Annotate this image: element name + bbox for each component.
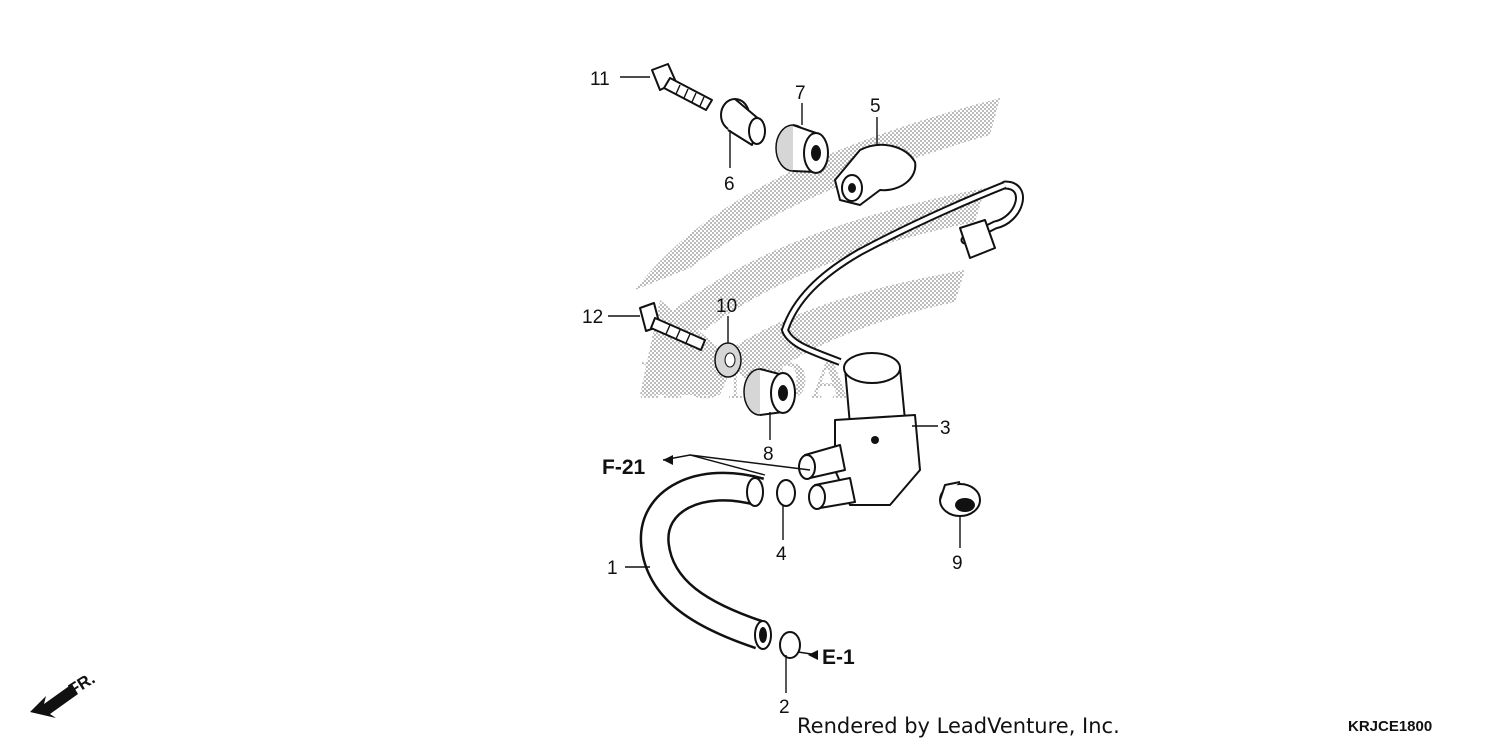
front-arrow-icon [30,684,78,718]
part-2-clip[interactable] [779,631,801,659]
ref-f21-label: F-21 [602,456,646,479]
callout-10: 10 [716,296,737,317]
part-7-grommet[interactable] [775,124,829,174]
part-9-cap[interactable] [939,481,981,517]
part-1-hose[interactable] [639,471,772,650]
callout-6: 6 [724,174,735,195]
part-12-bolt[interactable] [639,302,706,351]
part-6-collar[interactable] [720,98,766,146]
callout-3: 3 [940,418,951,439]
render-credit: Rendered by LeadVenture, Inc. [797,714,1120,738]
part-4-clip[interactable] [776,479,796,507]
ref-f21[interactable]: F-21 [602,455,673,479]
callout-9: 9 [952,553,963,574]
ref-e1[interactable]: E-1 [808,646,855,669]
wire-harness [780,180,1024,366]
part-3-air-valve[interactable] [798,352,921,510]
part-11-bolt[interactable] [651,63,713,111]
callout-2: 2 [779,697,790,718]
part-10-washer[interactable] [714,342,742,378]
callout-11: 11 [590,69,610,90]
callout-12: 12 [582,307,603,328]
part-5-clamp[interactable] [834,143,917,206]
front-direction-indicator: FR. [30,669,98,718]
callout-5: 5 [870,96,881,117]
honda-wing-watermark: HONDA [635,98,1000,410]
callout-4: 4 [776,544,787,565]
callout-8: 8 [763,444,774,465]
part-8-grommet[interactable] [743,368,796,416]
diagram-code: KRJCE1800 [1348,718,1432,735]
callout-1: 1 [607,558,618,579]
callout-7: 7 [795,83,806,104]
ref-e1-label: E-1 [822,646,855,669]
